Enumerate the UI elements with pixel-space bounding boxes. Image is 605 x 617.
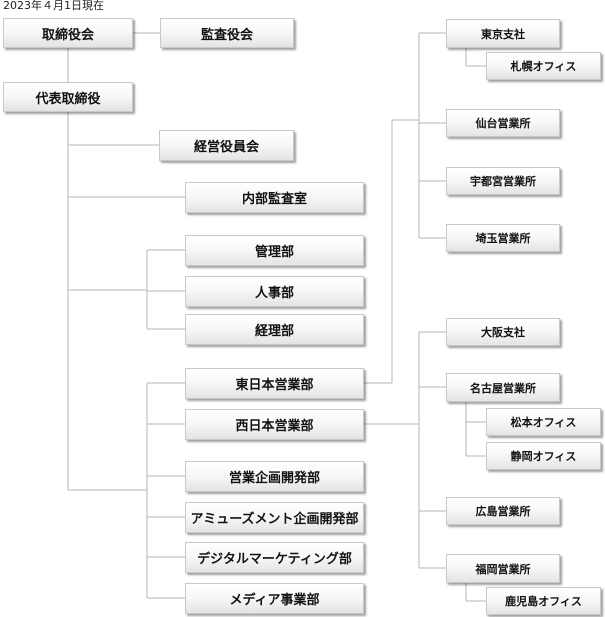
box-sendai-office: 仙台営業所 (446, 109, 560, 137)
box-tokyo-branch: 東京支社 (446, 19, 560, 48)
as-of-date: 2023年４月1日現在 (3, 0, 104, 12)
box-fukuoka-office: 福岡営業所 (446, 554, 560, 583)
box-utsunomiya-office: 宇都宮営業所 (446, 167, 560, 195)
box-osaka-branch: 大阪支社 (446, 318, 560, 346)
box-hiroshima-office: 広島営業所 (446, 497, 560, 525)
box-hr-dept: 人事部 (185, 276, 364, 307)
box-west-sales: 西日本営業部 (185, 409, 364, 440)
box-matsumoto-office: 松本オフィス (486, 408, 601, 436)
box-board: 取締役会 (3, 18, 133, 48)
box-media: メディア事業部 (185, 583, 364, 614)
box-digital-marketing: デジタルマーケティング部 (185, 542, 364, 573)
box-nagoya-office: 名古屋営業所 (446, 373, 560, 402)
box-shizuoka-office: 静岡オフィス (486, 442, 601, 470)
box-kagoshima-office: 鹿児島オフィス (486, 587, 601, 615)
box-sapporo-office: 札幌オフィス (486, 52, 601, 80)
box-management-dept: 管理部 (185, 235, 364, 266)
box-accounting-dept: 経理部 (185, 314, 364, 345)
box-east-sales: 東日本営業部 (185, 368, 364, 399)
box-amusement-planning: アミューズメント企画開発部 (185, 502, 364, 533)
box-saitama-office: 埼玉営業所 (446, 224, 560, 252)
box-president: 代表取締役 (3, 82, 133, 112)
box-sales-planning: 営業企画開発部 (185, 461, 364, 492)
box-audit-board: 監査役会 (160, 18, 294, 48)
box-internal-audit: 内部監査室 (185, 182, 364, 213)
box-management-committee: 経営役員会 (159, 130, 294, 161)
